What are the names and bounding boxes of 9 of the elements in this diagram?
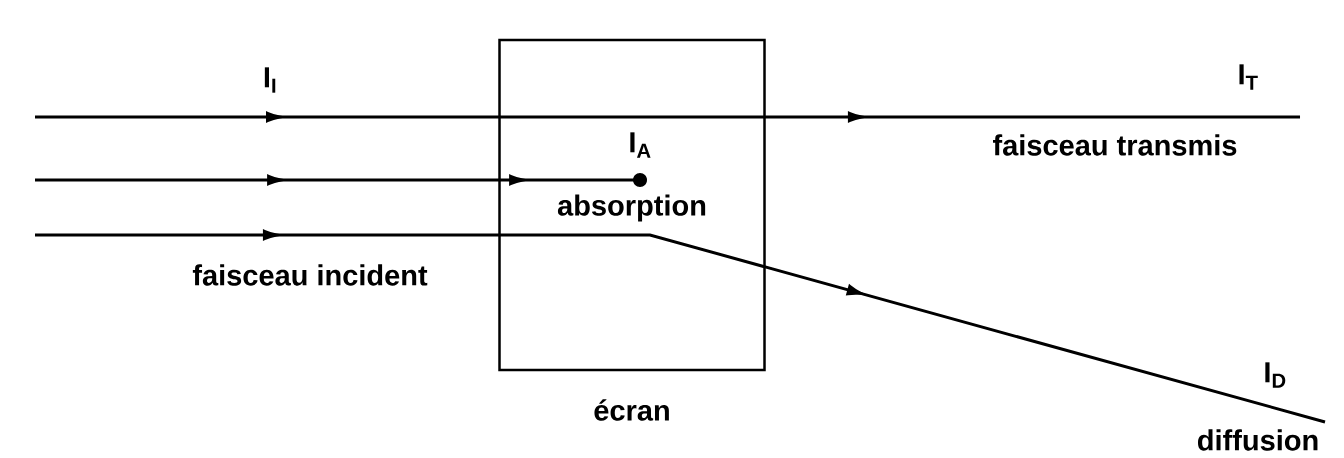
- intensity-symbol: I$_{A}$: [630, 132, 651, 158]
- intensity-symbol: I$_{I}$: [264, 67, 276, 93]
- intensity-symbol: I$_{T}$: [1239, 64, 1258, 90]
- ray-label: faisceau incident: [192, 264, 428, 286]
- node-label: écran: [594, 399, 669, 421]
- ray-label: absorption: [557, 194, 706, 222]
- ray-label: faisceau transmis: [993, 134, 1237, 156]
- ray-label: diffusion: [1198, 429, 1318, 451]
- intensity-symbol: I$_{D}$: [1265, 362, 1286, 388]
